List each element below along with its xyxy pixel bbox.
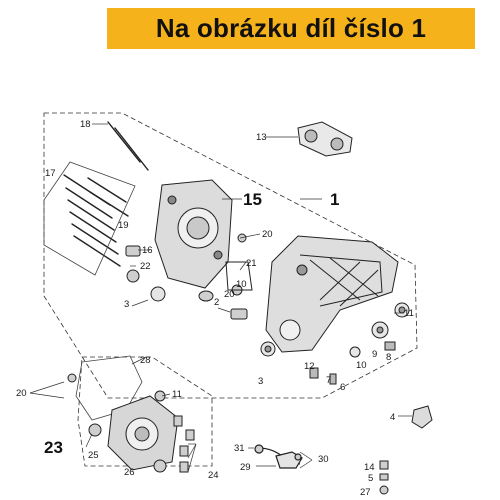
label-1: 1: [330, 190, 339, 209]
label-3a: 3: [124, 299, 129, 310]
label-12: 12: [304, 361, 315, 372]
bolt-set-17-18-19: [63, 121, 149, 267]
label-8: 8: [386, 352, 391, 363]
label-17: 17: [45, 168, 56, 179]
label-4: 4: [390, 412, 395, 423]
label-20c: 20: [16, 388, 27, 399]
label-18: 18: [80, 119, 91, 130]
label-11b: 11: [172, 389, 182, 400]
part-4-bracket: [411, 405, 433, 429]
hose-assembly-29-31: [254, 444, 303, 469]
label-31: 31: [234, 443, 245, 454]
label-5: 5: [368, 473, 373, 484]
label-24: 24: [208, 470, 219, 481]
part-23-cover: [107, 395, 179, 471]
label-20a: 20: [262, 229, 273, 240]
label-6: 6: [340, 382, 345, 393]
leader-lines: [29, 123, 412, 473]
part-1-crankcase: [265, 235, 399, 353]
label-9: 9: [372, 349, 377, 360]
label-10a: 10: [236, 279, 247, 290]
label-30: 30: [318, 454, 329, 465]
label-15: 15: [243, 190, 262, 209]
small-parts-15-group: [125, 233, 253, 320]
label-26: 26: [124, 467, 135, 478]
label-22: 22: [140, 261, 151, 272]
gasket-plate-17: [43, 161, 136, 276]
label-7: 7: [326, 375, 331, 386]
banner-title: Na obrázku díl číslo 1: [155, 13, 427, 43]
label-27: 27: [360, 487, 371, 498]
label-10b: 10: [356, 360, 367, 371]
label-14: 14: [364, 462, 375, 473]
label-13: 13: [256, 132, 267, 143]
label-25: 25: [88, 450, 99, 461]
assembly-outline: [43, 112, 418, 467]
label-28: 28: [140, 355, 151, 366]
label-20b: 20: [224, 289, 235, 300]
label-23: 23: [44, 438, 63, 457]
bearings-right-group: [260, 302, 410, 385]
label-29: 29: [240, 462, 251, 473]
label-3b: 3: [258, 376, 263, 387]
label-11a: 11: [404, 308, 414, 319]
part-banner: Na obrázku díl číslo 1: [107, 8, 475, 49]
small-fasteners-5-14-27: [379, 460, 389, 495]
label-19: 19: [118, 220, 129, 231]
callout-labels: 1 2 3 3 4 5 6 7 8 9 10 10 11 11 12 13 14…: [16, 119, 414, 498]
part-15-left-cover: [154, 179, 233, 289]
label-16: 16: [142, 245, 153, 256]
cover-fasteners-group: [67, 373, 195, 473]
label-2: 2: [214, 297, 219, 308]
label-21: 21: [246, 258, 257, 269]
part-13-bracket: [297, 121, 353, 157]
